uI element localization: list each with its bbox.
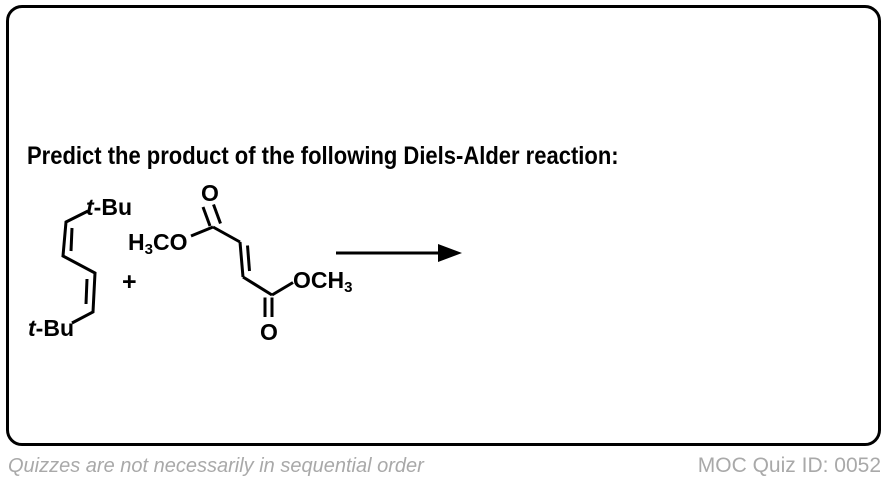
- central-double-bond-inner: [246, 245, 251, 272]
- plus-sign: +: [122, 268, 137, 296]
- reaction-arrow: [336, 244, 462, 262]
- right-ester-c-o-bond: [271, 281, 294, 297]
- left-methoxy-label: H3CO: [128, 229, 187, 258]
- quiz-frame-border: [6, 5, 881, 446]
- diene-structure: t-Bu t-Bu: [28, 194, 132, 341]
- left-ester-o-c-bond: [190, 225, 214, 238]
- dienophile-structure: O H3CO OCH3 O: [128, 180, 352, 345]
- top-oxygen-label: O: [201, 180, 219, 206]
- footer-note: Quizzes are not necessarily in sequentia…: [8, 455, 424, 477]
- reaction-arrow-head: [438, 244, 462, 262]
- c1-c2-bond: [212, 225, 241, 244]
- c3-c4-bond: [242, 275, 273, 297]
- tbu-bottom-label: t-Bu: [28, 315, 74, 341]
- tbu-top-label: t-Bu: [86, 194, 132, 220]
- top-carbonyl-double-bond-2: [212, 203, 222, 225]
- quiz-id: MOC Quiz ID: 0052: [697, 454, 881, 477]
- diene-skeleton-bond: [61, 209, 97, 325]
- central-double-bond-main: [238, 241, 245, 278]
- diene-double-bond-inner-top: [69, 227, 74, 252]
- top-carbonyl-double-bond-1: [201, 206, 212, 227]
- right-methoxy-label: OCH3: [293, 267, 352, 296]
- bottom-oxygen-label: O: [260, 319, 278, 345]
- question-title: Predict the product of the following Die…: [27, 142, 619, 170]
- diene-double-bond-inner-bottom: [84, 278, 89, 305]
